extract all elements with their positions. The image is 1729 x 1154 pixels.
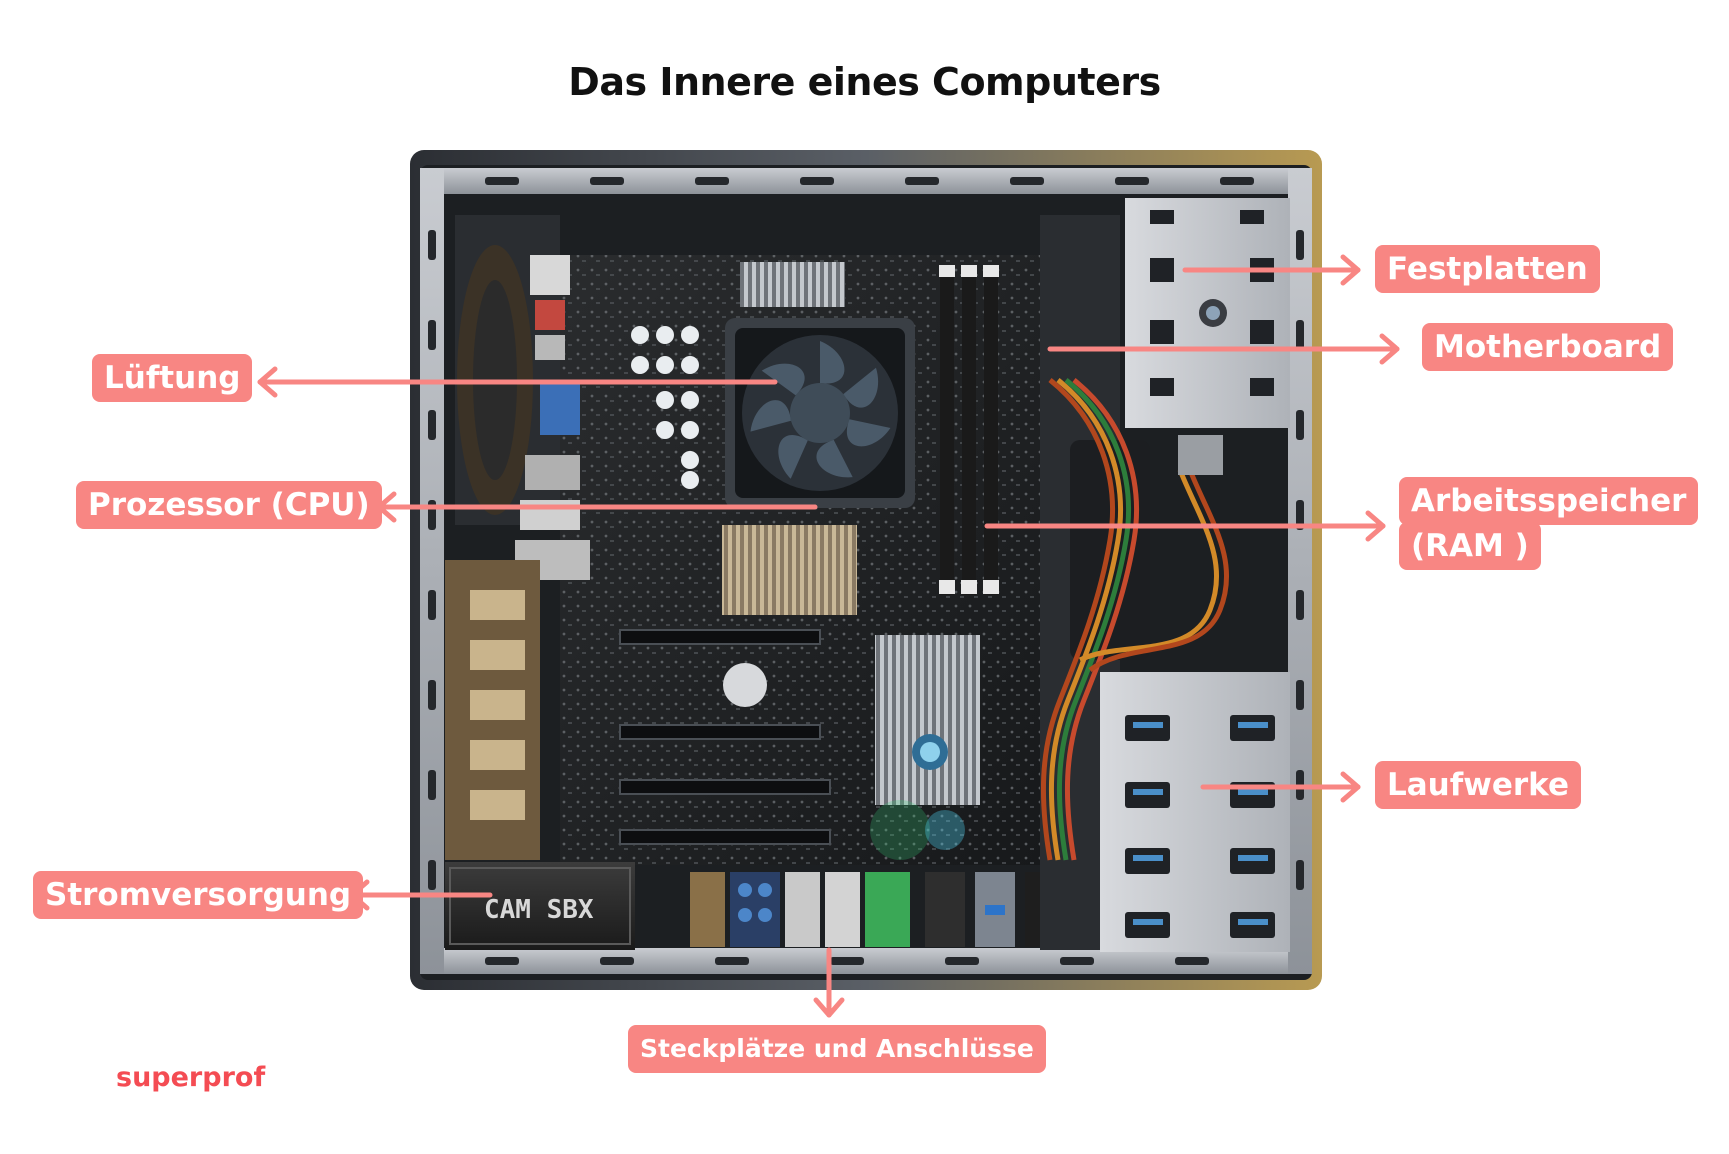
- label-arbeitsspeicher-line2: (RAM ): [1399, 522, 1541, 570]
- label-laufwerke: Laufwerke: [1375, 761, 1581, 809]
- arrow-prozessor: [376, 491, 818, 523]
- arrow-stromversorgung: [349, 879, 493, 911]
- label-steckplaetze: Steckplätze und Anschlüsse: [628, 1025, 1046, 1073]
- label-lueftung: Lüftung: [92, 354, 253, 402]
- label-stromversorgung: Stromversorgung: [33, 871, 364, 919]
- label-arbeitsspeicher-line1: Arbeitsspeicher: [1399, 477, 1699, 525]
- label-prozessor: Prozessor (CPU): [76, 481, 382, 529]
- label-arbeitsspeicher: Arbeitsspeicher (RAM ): [1399, 477, 1699, 577]
- arrow-motherboard: [1047, 333, 1400, 365]
- arrow-festplatten: [1182, 254, 1361, 286]
- arrow-arbeitsspeicher: [984, 510, 1386, 542]
- arrow-lueftung: [257, 366, 778, 398]
- superprof-logo: superprof: [116, 1062, 266, 1093]
- arrow-steckplaetze: [813, 947, 845, 1018]
- psu-marking: CAM SBX: [484, 895, 594, 925]
- label-motherboard: Motherboard: [1422, 323, 1674, 371]
- arrow-laufwerke: [1200, 771, 1361, 803]
- page-title: Das Innere eines Computers: [568, 60, 1161, 104]
- label-festplatten: Festplatten: [1375, 245, 1600, 293]
